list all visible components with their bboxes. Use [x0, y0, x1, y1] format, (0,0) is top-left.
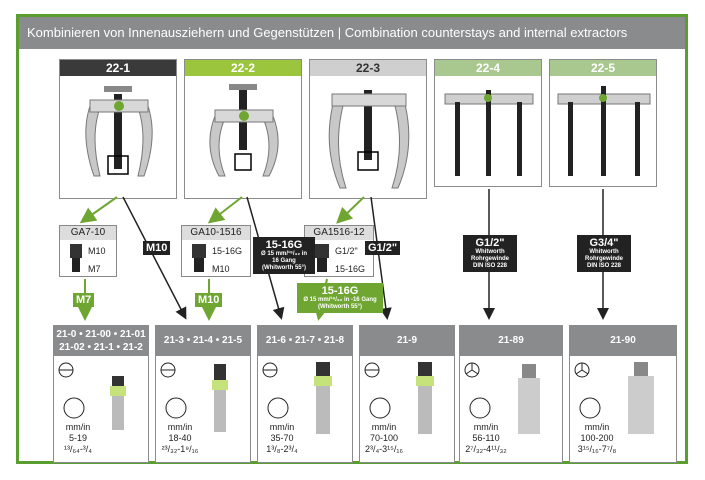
puller-card-22-4: 22-4	[434, 59, 542, 187]
puller-card-22-5: 22-5	[549, 59, 657, 187]
adapter-icon	[70, 244, 82, 272]
thread-label-m7: M7	[73, 293, 95, 307]
note-title: G1/2"	[475, 237, 505, 249]
range-inch: 2⁷/₃₂-4¹¹/₃₂	[465, 444, 507, 454]
adapter-top-thread: G1/2"	[335, 246, 358, 256]
thread-note-g12: G1/2" Whitworth Rohrgewinde DIN ISO 228	[463, 235, 517, 272]
extractor-card-1: 21-0 • 21-00 • 21-01 21-02 • 21-1 • 21-2…	[53, 325, 149, 463]
extractor-image	[464, 362, 540, 434]
thread-note-15-16g: 15-16G Ø 15 mm/¹⁹/₃₂ in 16 Gang (Whitwor…	[253, 237, 315, 274]
extractor-codes: 21-3 • 21-4 • 21-5	[156, 326, 250, 356]
range-unit: mm/in	[371, 422, 397, 432]
extractor-image	[364, 362, 434, 434]
note-line: (Whitworth 55°)	[317, 304, 363, 310]
note-title: 15-16G	[321, 285, 359, 297]
puller-22-1-image	[85, 86, 153, 177]
adapter-ga1516-12: GA1516-12 G1/2" 15-16G	[304, 225, 374, 277]
note-line: (Whitworth 55°)	[261, 265, 307, 271]
range-mm: 70-100	[369, 433, 399, 443]
range-inch: ¹³/₆₄-³/₄	[64, 444, 92, 454]
thread-label-m10: M10	[143, 241, 171, 255]
extractor-card-3: 21-6 • 21-7 • 21-8 mm/in 35-70 1³/₈-2³/₄	[257, 325, 353, 463]
puller-22-2-image	[209, 84, 279, 177]
note-line: Ø 15 mm/¹⁹/₃₂ in -16 Gang	[303, 297, 377, 303]
adapter-code: GA10-1516	[182, 226, 250, 240]
adapter-bottom-thread: M7	[88, 264, 101, 274]
puller-22-5-image	[557, 86, 651, 176]
extractor-image	[58, 362, 126, 430]
range-unit: mm/in	[269, 422, 295, 432]
range-unit: mm/in	[65, 422, 91, 432]
range-inch: ²³/₃₂-1⁹/₁₆	[161, 444, 199, 454]
extractor-codes: 21-89	[460, 326, 562, 356]
range-mm: 5-19	[68, 433, 87, 443]
puller-22-4-image	[444, 90, 534, 176]
note-line: 16 Gang	[272, 258, 296, 264]
adapter-ga7-10: GA7-10 M10 M7	[59, 225, 117, 277]
extractor-codes: 21-0 • 21-00 • 21-01 21-02 • 21-1 • 21-2	[54, 326, 148, 356]
adapter-bottom-thread: M10	[212, 264, 230, 274]
range-inch: 1³/₈-2³/₄	[266, 444, 298, 454]
extractor-codes-line2: 21-02 • 21-1 • 21-2	[59, 342, 143, 353]
puller-code: 22-2	[185, 60, 301, 76]
adapter-bottom-thread: 15-16G	[335, 264, 366, 274]
adapter-icon	[192, 244, 206, 272]
range-mm: 100-200	[580, 433, 614, 443]
note-title: 15-16G	[265, 239, 303, 251]
page-title: Kombinieren von Innenausziehern und Gege…	[19, 17, 685, 49]
range-inch: 2³/₄-3¹⁵/₁₆	[364, 444, 404, 454]
range-unit: mm/in	[584, 422, 610, 432]
extractor-codes: 21-6 • 21-7 • 21-8	[258, 326, 352, 356]
range-unit: mm/in	[473, 422, 499, 432]
extractor-range: mm/in 35-70 1³/₈-2³/₄	[262, 422, 302, 455]
extractor-image	[574, 362, 654, 434]
range-mm: 35-70	[270, 433, 294, 443]
extractor-card-6: 21-90 mm/in 100-200 3¹⁵/₁₆-7⁷/₈	[569, 325, 677, 463]
extractor-image	[262, 362, 332, 434]
puller-card-22-1: 22-1	[59, 59, 177, 199]
thread-note-g34: G3/4" Whitworth Rohrgewinde DIN ISO 228	[577, 235, 631, 272]
range-inch: 3¹⁵/₁₆-7⁷/₈	[577, 444, 617, 454]
note-title: G3/4"	[589, 237, 619, 249]
thread-note-15-16g-green: 15-16G Ø 15 mm/¹⁹/₃₂ in -16 Gang (Whitwo…	[297, 283, 383, 313]
note-line: Whitworth Rohrgewinde DIN ISO 228	[470, 249, 509, 269]
extractor-codes-line1: 21-0 • 21-00 • 21-01	[56, 329, 146, 340]
extractor-range: mm/in 56-110 2⁷/₃₂-4¹¹/₃₂	[464, 422, 508, 455]
adapter-ga10-1516: GA10-1516 15-16G M10	[181, 225, 251, 277]
range-mm: 56-110	[472, 433, 500, 443]
extractor-card-5: 21-89 mm/in 56-110 2⁷/₃₂-4¹¹/₃₂	[459, 325, 563, 463]
extractor-range: mm/in 18-40 ²³/₃₂-1⁹/₁₆	[160, 422, 200, 455]
extractor-range: mm/in 100-200 3¹⁵/₁₆-7⁷/₈	[574, 422, 620, 455]
extractor-codes: 21-90	[570, 326, 676, 356]
extractor-range: mm/in 70-100 2³/₄-3¹⁵/₁₆	[364, 422, 404, 455]
adapter-top-thread: M10	[88, 246, 106, 256]
range-unit: mm/in	[167, 422, 193, 432]
puller-22-3-image	[328, 90, 410, 189]
note-line: Ø 15 mm/¹⁹/₃₂ in	[261, 251, 307, 257]
frame: Kombinieren von Innenausziehern und Gege…	[16, 14, 688, 464]
extractor-codes: 21-9	[360, 326, 454, 356]
extractor-card-4: 21-9 mm/in 70-100 2³/₄-3¹⁵/₁₆	[359, 325, 455, 463]
puller-card-22-3: 22-3	[309, 59, 427, 199]
note-line: Whitworth Rohrgewinde DIN ISO 228	[584, 249, 623, 269]
puller-card-22-2: 22-2	[184, 59, 302, 199]
adapter-top-thread: 15-16G	[212, 246, 243, 256]
extractor-image	[160, 362, 228, 432]
thread-label-g12: G1/2"	[365, 241, 401, 255]
adapter-code: GA1516-12	[305, 226, 373, 240]
extractor-card-2: 21-3 • 21-4 • 21-5 mm/in 18-40 ²³/₃₂-1⁹/…	[155, 325, 251, 463]
adapter-icon	[315, 244, 329, 272]
adapter-code: GA7-10	[60, 226, 116, 240]
thread-label-m10-green: M10	[195, 293, 223, 307]
range-mm: 18-40	[168, 433, 192, 443]
puller-code: 22-1	[60, 60, 176, 76]
puller-code: 22-3	[310, 60, 426, 76]
puller-code: 22-5	[550, 60, 656, 76]
puller-code: 22-4	[435, 60, 541, 76]
extractor-range: mm/in 5-19 ¹³/₆₄-³/₄	[58, 422, 98, 455]
